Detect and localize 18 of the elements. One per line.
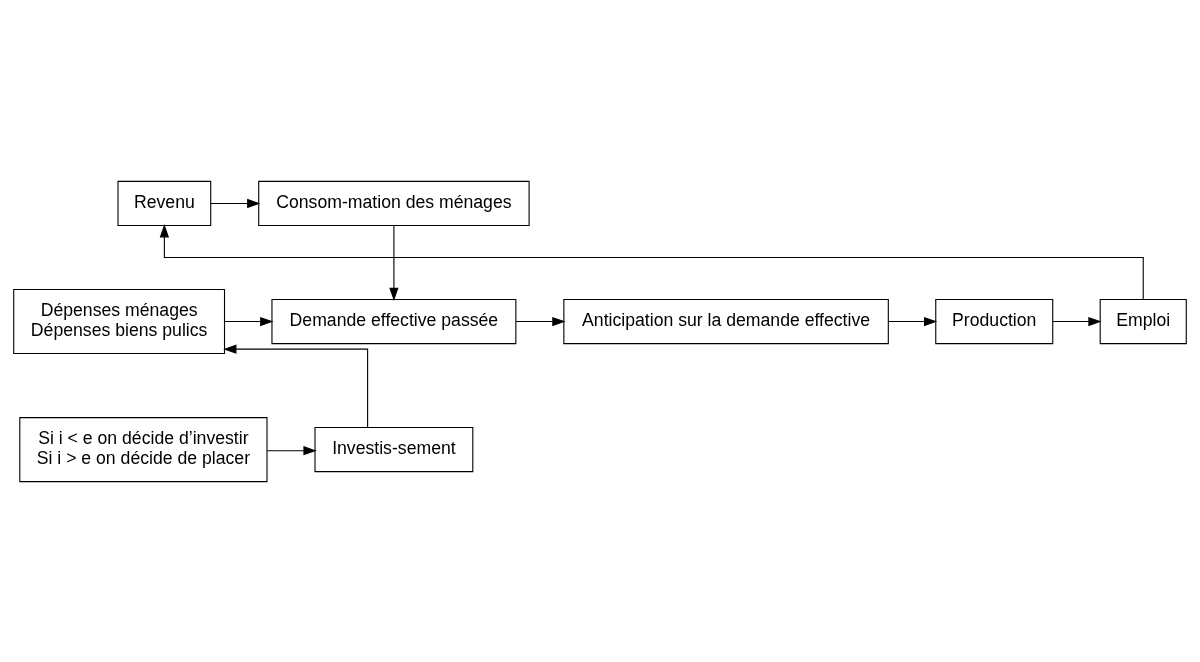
node-box: Si i < e on décide d’investir Si i > e on décide de placer — [19, 416, 268, 482]
node-box: Emploi — [1099, 298, 1187, 344]
node-box: Anticipation sur la demande effective — [563, 298, 889, 344]
node-box: Production — [935, 298, 1054, 344]
arrow — [1052, 316, 1102, 326]
node-box: Revenu — [117, 180, 212, 226]
arrow — [159, 223, 1144, 300]
arrow — [515, 316, 566, 326]
arrow — [888, 316, 938, 326]
arrow — [224, 316, 274, 326]
node-box: Demande effective passée — [271, 298, 517, 344]
node-box: Dépenses ménages Dépenses biens pulics — [13, 288, 226, 354]
node-box: Investis-sement — [314, 426, 474, 472]
node-box: Consom-mation des ménages — [258, 180, 530, 226]
arrow — [389, 224, 399, 301]
arrow — [223, 344, 369, 428]
arrow — [266, 445, 317, 455]
arrow — [210, 198, 261, 208]
